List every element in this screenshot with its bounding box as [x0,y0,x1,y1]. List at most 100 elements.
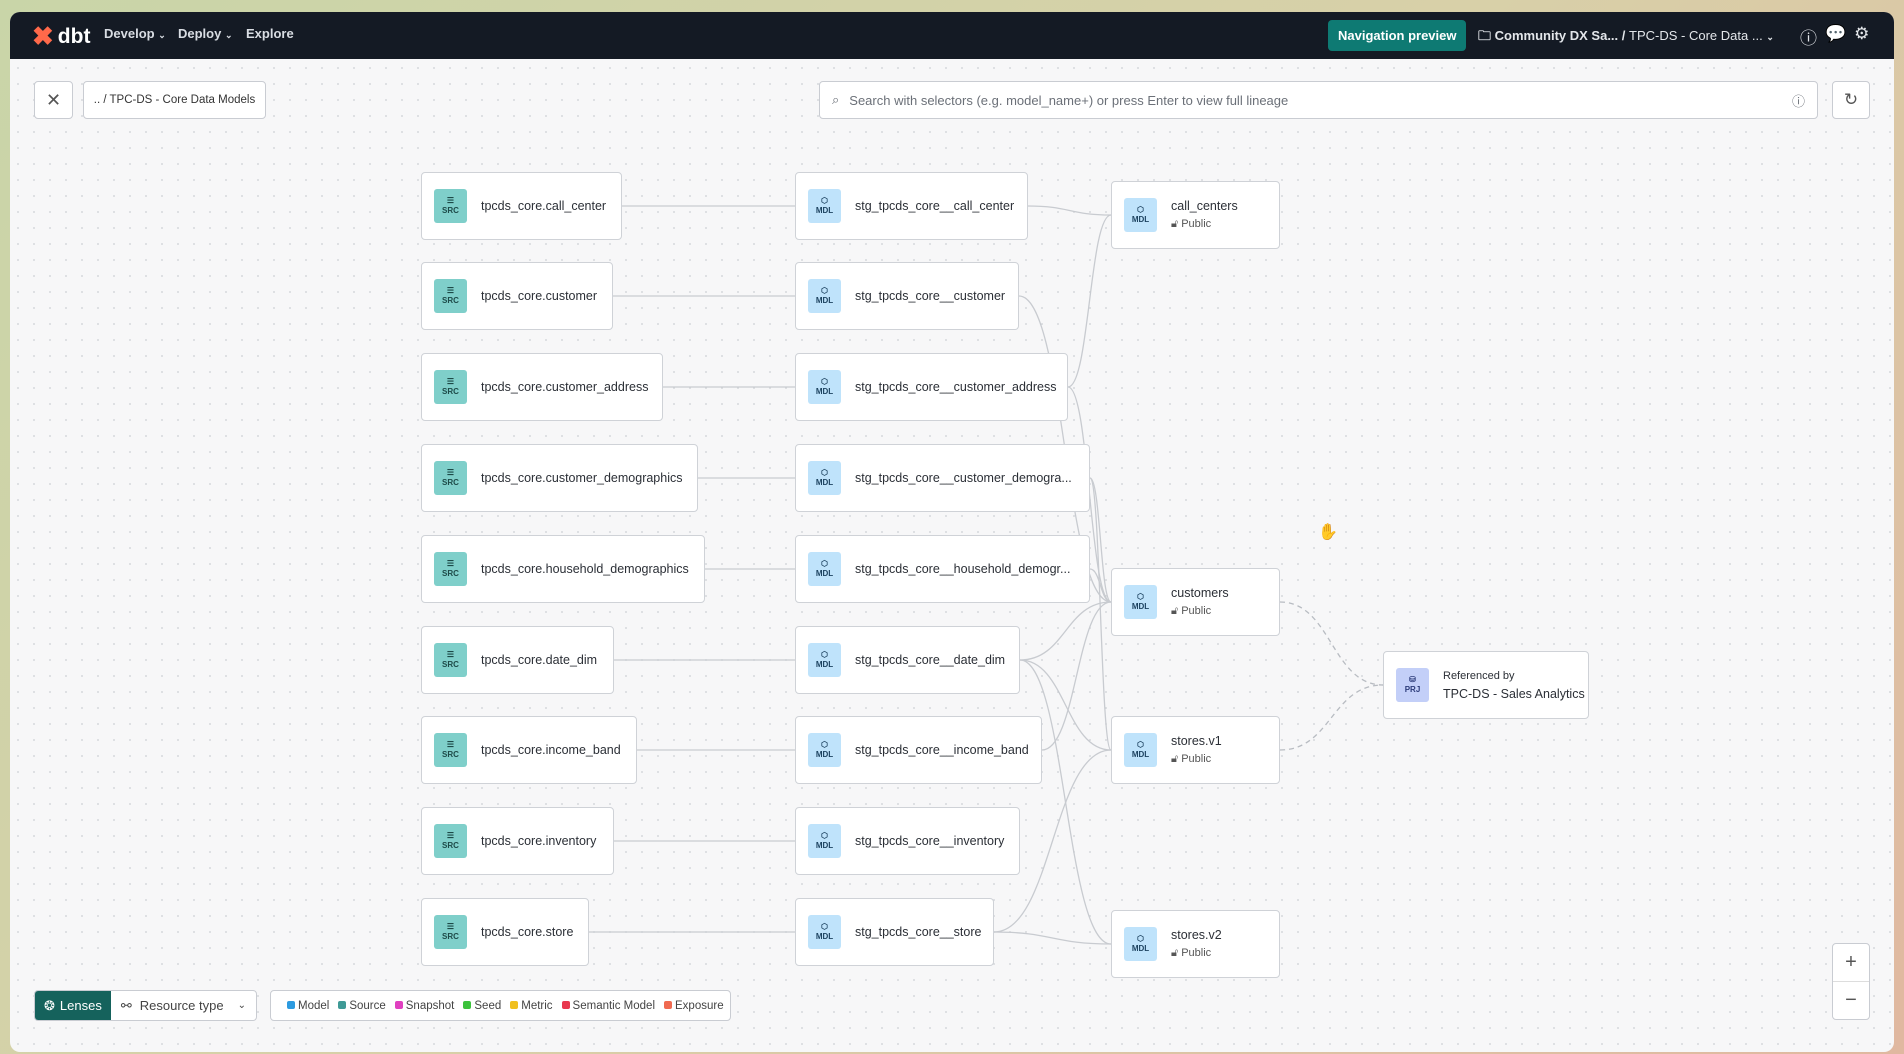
access-label: 🔓︎ Public [1171,605,1229,618]
cube-icon: ⬡ [1137,740,1144,750]
legend-item[interactable]: Metric [510,1000,553,1012]
node-label: tpcds_core.call_center [481,199,607,213]
model-badge: ⬡MDL [1124,927,1157,961]
legend-item[interactable]: Semantic Model [561,999,656,1012]
model-badge: ⬡MDL [808,279,841,313]
app-window: ✖dbt Develop ⌄ Deploy ⌄ Explore Navigati… [10,12,1894,1052]
legend-item[interactable]: Seed [463,1000,501,1012]
model-edge [1089,477,1112,751]
model-badge: ⬡MDL [808,370,841,404]
badge-label: MDL [1131,944,1150,953]
project-name[interactable]: TPC-DS - Core Data ... [1629,28,1763,43]
project-icon: ⛁ [1409,675,1416,685]
info-icon[interactable]: ⓘ [1791,93,1805,109]
legend-label: Semantic Model [572,999,656,1012]
model-badge: ⬡MDL [808,461,841,495]
navigation-preview-button[interactable]: Navigation preview [1328,20,1467,51]
zoom-out-button[interactable]: − [1845,989,1857,1011]
model-edge [1019,659,1112,945]
refresh-icon: ↻ [1843,90,1859,109]
model-badge: ⬡MDL [808,915,841,949]
cube-icon: ⬡ [821,286,828,296]
database-icon: ☰ [446,922,455,932]
close-button[interactable]: ✕ [34,81,73,119]
nav-develop[interactable]: Develop ⌄ [104,26,166,41]
legend-item[interactable]: Source [338,999,386,1012]
source-badge: ☰SRC [434,915,467,949]
source-badge: ☰SRC [434,461,467,495]
badge-label: SRC [442,296,459,305]
gear-icon[interactable]: ⚙ [1854,24,1870,43]
unlock-icon: 🔓︎ [1171,753,1179,765]
badge-label: MDL [815,387,834,396]
legend-item[interactable]: Snapshot [394,1000,454,1012]
cube-icon: ⬡ [821,559,828,569]
cube-icon: ⬡ [1137,205,1144,215]
legend-item[interactable]: Exposure [664,1000,724,1012]
nav-deploy[interactable]: Deploy ⌄ [178,26,233,41]
resource-type-label: Resource type [139,998,224,1013]
account-name[interactable]: Community DX Sa... [1494,28,1619,43]
help-icon[interactable]: ⓘ [1800,29,1817,48]
feedback-icon[interactable]: 💬 [1825,24,1847,43]
resource-type-select[interactable]: ⚯Resource type⌄ [111,991,256,1020]
cube-icon: ⬡ [821,650,828,660]
breadcrumb[interactable]: .. / TPC-DS - Core Data Models [83,81,266,119]
model-edge [993,931,1112,945]
model-badge: ⬡MDL [808,189,841,223]
lenses-label: Lenses [59,998,102,1013]
badge-label: SRC [442,478,459,487]
refresh-button[interactable]: ↻ [1832,81,1870,119]
unlock-icon: 🔓︎ [1171,218,1179,230]
legend-item[interactable]: Model [287,1000,329,1012]
lenses-button[interactable]: ❂Lenses [35,991,111,1020]
model-edge [1019,601,1112,661]
nav-deploy-label: Deploy [178,26,222,41]
nav-develop-label: Develop [104,26,155,41]
model-edge [1067,214,1112,388]
nav-explore[interactable]: Explore [246,26,294,41]
dbt-logo[interactable]: ✖dbt [32,21,90,52]
model-badge: ⬡MDL [1124,585,1157,619]
project-edge [1279,601,1384,686]
node-label: tpcds_core.date_dim [481,653,598,667]
cube-icon: ⬡ [1137,592,1144,602]
separator: / [1621,28,1626,43]
legend-label: Source [349,999,386,1012]
zoom-in-button[interactable]: + [1833,944,1869,982]
resource-legend: Model Source Snapshot Seed Metric Semantic Mo… [270,990,731,1021]
legend-swatch [463,1000,472,1009]
search-icon: ⌕ [832,92,840,107]
node-label: stores.v2 [1171,928,1222,942]
cube-icon: ⬡ [821,196,828,206]
model-badge: ⬡MDL [1124,198,1157,232]
search-input[interactable]: ⌕Search with selectors (e.g. model_name+… [819,81,1818,119]
project-breadcrumb[interactable]: 🗀 Community DX Sa... / TPC-DS - Core Dat… [1478,27,1774,49]
access-label: 🔓︎ Public [1171,753,1222,766]
node-label: tpcds_core.household_demographics [481,562,689,576]
chevron-down-icon: ⌄ [224,30,233,40]
